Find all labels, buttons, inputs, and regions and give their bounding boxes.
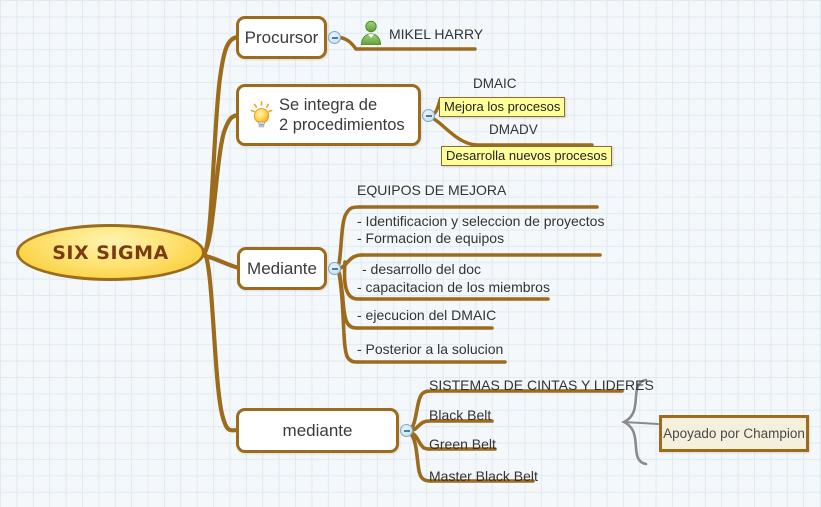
- link-mediante1-c3: [337, 270, 360, 330]
- link-root-integra: [202, 112, 243, 255]
- collapse-toggle-mediante-upper[interactable]: [328, 262, 341, 275]
- lightbulb-icon: [250, 101, 273, 128]
- callout-apoyado-por-champion-label: Apoyado por Champion: [663, 426, 805, 441]
- label-black-belt[interactable]: Black Belt: [429, 407, 492, 423]
- collapse-toggle-se-integra[interactable]: [422, 109, 435, 122]
- collapse-toggle-procursor[interactable]: [328, 31, 341, 44]
- node-mediante-lower[interactable]: mediante: [236, 408, 399, 453]
- node-se-integra[interactable]: Se integra de 2 procedimientos: [236, 84, 421, 146]
- link-mediante1-c4: [337, 271, 360, 364]
- node-se-integra-content: Se integra de 2 procedimientos: [249, 95, 405, 135]
- label-master-black-belt[interactable]: Master Black Belt: [429, 468, 538, 484]
- link-integra-dmadv: [429, 115, 478, 147]
- node-mediante-lower-label: mediante: [282, 420, 353, 440]
- label-sistemas-de-cintas-y-lideres[interactable]: SISTEMAS DE CINTAS Y LIDERES: [429, 377, 654, 393]
- root-node-six-sigma[interactable]: SIX SIGMA: [16, 224, 205, 281]
- callout-apoyado-por-champion[interactable]: Apoyado por Champion: [659, 415, 809, 452]
- node-se-integra-label: Se integra de 2 procedimientos: [279, 95, 405, 135]
- node-mediante-upper-label: Mediante: [247, 258, 317, 278]
- node-procursor[interactable]: Procursor: [236, 16, 327, 59]
- label-dmaic[interactable]: DMAIC: [473, 76, 517, 91]
- label-mediante-child-2-line-1[interactable]: - desarrollo del doc: [362, 261, 482, 277]
- label-mediante-child-1-line-1[interactable]: - Identificacion y seleccion de proyecto…: [357, 213, 605, 229]
- node-se-integra-line1: Se integra de: [279, 95, 378, 114]
- link-root-procursor: [202, 34, 241, 255]
- label-mediante-child-1-line-2[interactable]: - Formacion de equipos: [357, 230, 505, 246]
- root-node-label: SIX SIGMA: [52, 241, 169, 264]
- link-root-mediante2: [202, 251, 242, 433]
- person-icon: [360, 20, 382, 45]
- link-root-mediante1: [202, 253, 242, 271]
- label-green-belt[interactable]: Green Belt: [429, 436, 496, 452]
- node-mediante-upper[interactable]: Mediante: [237, 247, 327, 290]
- label-mediante-child-3[interactable]: - ejecucion del DMAIC: [357, 307, 497, 323]
- label-mikel-harry[interactable]: MIKEL HARRY: [389, 26, 484, 42]
- label-dmadv[interactable]: DMADV: [489, 122, 538, 137]
- highlight-mejora-los-procesos[interactable]: Mejora los procesos: [439, 97, 566, 117]
- brace-connector: [623, 421, 659, 425]
- highlight-desarrolla-nuevos-procesos[interactable]: Desarrolla nuevos procesos: [441, 146, 613, 166]
- label-mediante-child-4[interactable]: - Posterior a la solucion: [357, 341, 504, 357]
- node-procursor-label: Procursor: [244, 27, 319, 47]
- label-equipos-de-mejora[interactable]: EQUIPOS DE MEJORA: [357, 182, 507, 198]
- node-se-integra-line2: 2 procedimientos: [279, 116, 405, 134]
- link-mediante2-c2: [407, 430, 432, 451]
- label-mediante-child-2-line-2[interactable]: - capacitacion de los miembros: [357, 279, 550, 295]
- collapse-toggle-mediante-lower[interactable]: [400, 424, 413, 437]
